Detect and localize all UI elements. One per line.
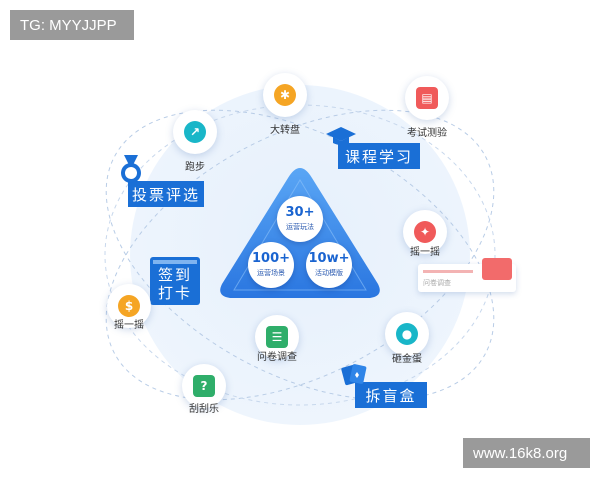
node-survey[interactable]: ☰ <box>255 315 299 359</box>
egg-icon: ● <box>396 323 418 345</box>
checkin-line2: 打卡 <box>157 284 192 302</box>
label-shake-left: 摇一摇 <box>114 320 144 331</box>
banner-course: 课程学习 <box>338 143 420 169</box>
label-egg: 砸金蛋 <box>392 354 422 365</box>
coin-icon: $ <box>118 295 140 317</box>
node-scratch[interactable]: ? <box>182 364 226 408</box>
stat-label: 运营玩法 <box>286 223 314 231</box>
form-line <box>423 270 473 273</box>
checkin-line1: 签到 <box>157 266 192 284</box>
stat-value: 100+ <box>251 251 291 266</box>
node-shake-left[interactable]: $ <box>107 284 151 328</box>
node-shake-right[interactable]: ✦ <box>403 210 447 254</box>
label-survey: 问卷调查 <box>257 352 297 363</box>
runner-icon: ↗ <box>184 121 206 143</box>
scratch-icon: ? <box>193 375 215 397</box>
stat-label: 运营场景 <box>257 269 285 277</box>
form-red-block <box>482 258 512 280</box>
node-exam[interactable]: ▤ <box>405 76 449 120</box>
medal-icon <box>121 155 141 183</box>
orbit-ellipse-2 <box>105 109 495 401</box>
banner-checkin: 签到 打卡 <box>150 257 200 305</box>
banner-blindbox: 拆盲盒 <box>355 382 427 408</box>
form-card-text: 问卷调查 <box>423 279 451 287</box>
banner-vote: 投票评选 <box>128 181 204 207</box>
watermark-bottom: www.16k8.org <box>463 438 590 468</box>
node-egg[interactable]: ● <box>385 312 429 356</box>
label-scratch: 刮刮乐 <box>189 404 219 415</box>
label-wheel: 大转盘 <box>270 125 300 136</box>
label-run: 跑步 <box>185 162 205 173</box>
label-exam: 考试测验 <box>407 128 447 139</box>
watermark-top: TG: MYYJJPP <box>10 10 134 40</box>
grad-cap-icon <box>326 127 356 145</box>
node-wheel[interactable]: ✱ <box>263 73 307 117</box>
form-card: 问卷调查 <box>418 258 516 292</box>
survey-icon: ☰ <box>266 326 288 348</box>
stat-scenes: 100+ 运营场景 <box>248 242 294 288</box>
stat-value: 10w+ <box>308 251 350 266</box>
wheel-icon: ✱ <box>274 84 296 106</box>
node-run[interactable]: ↗ <box>173 110 217 154</box>
label-shake-right: 摇一摇 <box>410 247 440 258</box>
cards-icon <box>341 364 367 386</box>
stat-label: 活动模版 <box>315 269 343 277</box>
stat-gameplays: 30+ 运营玩法 <box>277 196 323 242</box>
exam-icon: ▤ <box>416 87 438 109</box>
stat-value: 30+ <box>285 205 315 220</box>
stat-templates: 10w+ 活动模版 <box>306 242 352 288</box>
checkin-bar <box>153 260 197 264</box>
gift-icon: ✦ <box>414 221 436 243</box>
